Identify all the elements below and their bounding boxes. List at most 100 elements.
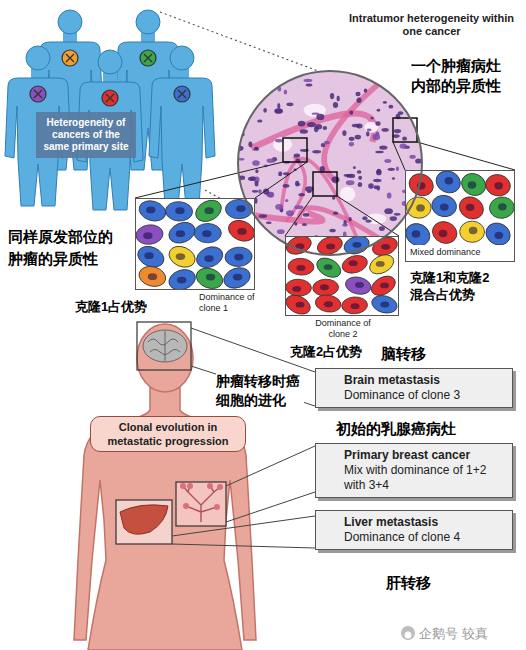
person-head: [98, 50, 122, 74]
tissue-nucleus: [303, 213, 309, 217]
cell: [370, 293, 398, 315]
cell-nucleus: [498, 203, 507, 210]
clone-marker: [30, 86, 46, 102]
tissue-circle: Intratumor heterogeneity within one canc…: [237, 70, 423, 256]
cell-nucleus: [468, 181, 477, 188]
cell-nucleus: [234, 254, 243, 261]
cell-nucleus: [417, 182, 426, 189]
tissue-streak: [251, 113, 374, 148]
cell-nucleus: [233, 274, 242, 281]
liver-box: [116, 500, 172, 544]
tissue-nucleus: [357, 98, 362, 104]
cell: [137, 199, 169, 224]
tissue-nucleus: [353, 166, 356, 169]
tissue-nucleus: [263, 108, 267, 113]
tissue-nucleus: [269, 77, 273, 80]
cell-nucleus: [204, 207, 213, 214]
cell-nucleus: [202, 230, 211, 237]
tissue-nucleus: [283, 184, 290, 188]
tissue-nucleus: [337, 96, 340, 102]
tissue-nucleus: [254, 147, 258, 149]
cell-nucleus: [352, 242, 361, 248]
person-head: [170, 46, 194, 70]
clone-marker: [62, 50, 78, 66]
marker-cross: [178, 90, 186, 98]
tissue-nucleus: [333, 211, 338, 214]
box-text: Clonal evolution in metastatic progressi…: [96, 420, 240, 448]
figure-caption: 同样原发部位的肿瘤的异质性: [8, 226, 116, 270]
tissue-nucleus: [388, 105, 393, 109]
cell-nucleus: [439, 230, 448, 237]
tissue-nucleus: [258, 189, 262, 193]
cell: [429, 218, 460, 245]
clone-marker: [140, 50, 156, 66]
cell: [482, 219, 514, 245]
tissue-nucleus: [298, 121, 306, 127]
site-body: Mix with dominance of 1+2 with 3+4: [344, 463, 504, 493]
tissue-nucleus: [268, 89, 273, 93]
tissue-nucleus: [366, 131, 369, 136]
cell-nucleus: [177, 277, 186, 284]
tissue-nucleus: [237, 108, 244, 114]
cell: [221, 264, 253, 289]
zoom-square: [313, 172, 337, 196]
cell-panel: Dominance of clone 1克隆1占优势: [135, 198, 255, 290]
tissue-nucleus: [355, 135, 361, 140]
tissue-nucleus: [349, 137, 355, 141]
tissue-nucleus: [307, 190, 312, 193]
tissue-nucleus: [300, 129, 308, 133]
cell-nucleus: [469, 227, 478, 234]
cell: [225, 199, 252, 218]
tissue-nucleus: [277, 103, 280, 109]
tissue-nucleus: [396, 166, 399, 171]
cell: [340, 253, 369, 276]
cell-nucleus: [349, 260, 358, 266]
tissue-nucleus: [387, 192, 392, 198]
tissue-nucleus: [408, 109, 412, 114]
cell: [406, 196, 432, 218]
tissue-nucleus: [298, 193, 305, 196]
marker-cross: [144, 54, 152, 62]
tissue-nucleus: [384, 159, 391, 163]
zoom-square: [283, 138, 307, 162]
panel-caption: Dominance of clone 2: [306, 318, 380, 340]
tissue-nucleus: [384, 208, 393, 214]
cell-nucleus: [320, 284, 329, 290]
tissue-nucleus: [238, 158, 244, 160]
person-head: [136, 10, 160, 34]
body-silhouette: [74, 388, 256, 650]
cell: [366, 251, 397, 278]
cell-group: [136, 199, 254, 289]
tissue-nucleus: [398, 111, 404, 115]
cell-nucleus: [206, 274, 215, 281]
cell-panel: Mixed dominance克隆1和克隆2混合占优势: [405, 170, 515, 262]
tissue-nucleus: [294, 205, 303, 209]
cell: [459, 221, 484, 243]
cell: [484, 172, 513, 198]
site-heading-zh: 初始的乳腺癌病灶: [336, 419, 456, 439]
tissue-nucleus: [302, 223, 307, 226]
marker-cross: [66, 54, 74, 62]
cell-panel: Dominance of clone 2克隆2占优势: [285, 236, 399, 316]
panel-caption-zh: 克隆1占优势: [75, 298, 147, 315]
tissue-nucleus: [404, 100, 407, 105]
tissue-nucleus: [366, 219, 372, 222]
tissue-nucleus: [304, 79, 313, 82]
cell: [286, 279, 312, 297]
tissue-nucleus: [377, 109, 381, 112]
tissue-ground: [236, 69, 426, 259]
tissue-nucleus: [255, 169, 258, 173]
tissue-nucleus: [284, 89, 287, 94]
head: [137, 324, 193, 392]
tissue-nucleus: [323, 126, 327, 130]
tissue-nucleus: [390, 216, 397, 221]
tissue-nucleus: [356, 123, 362, 128]
tissue-nucleus: [266, 221, 272, 223]
cell: [225, 217, 254, 245]
tissue-nucleus: [377, 169, 381, 174]
breast-lobule: [214, 504, 220, 510]
tissue-nucleus: [367, 129, 372, 132]
cell: [166, 243, 199, 272]
watermark: 企鹅号 较真: [419, 625, 488, 643]
tissue-nucleus: [388, 168, 395, 171]
